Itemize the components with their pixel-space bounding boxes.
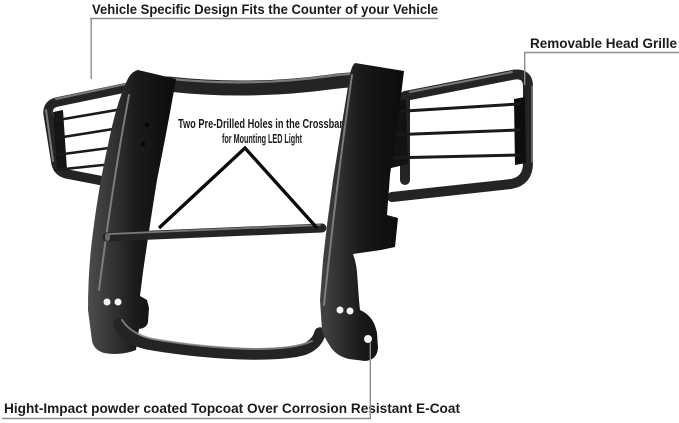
- crossbar-callout-line1: Two Pre-Drilled Holes in the Crossbar: [178, 116, 343, 131]
- mount-hole: [114, 298, 122, 306]
- ecoat-callout-hole: [364, 335, 372, 343]
- center-crossbar: [102, 223, 327, 242]
- lower-bumper-bar: [113, 318, 326, 360]
- right-upright-post: [320, 63, 404, 361]
- crossbar-callout-line2: for Mounting LED Light: [222, 131, 302, 146]
- top-callout-label: Vehicle Specific Design Fits the Counter…: [92, 1, 438, 17]
- right-callout-label: Removable Head Grille: [530, 35, 677, 51]
- top-callout: Vehicle Specific Design Fits the Counter…: [90, 1, 438, 79]
- mount-hole: [103, 298, 111, 306]
- right-callout: Removable Head Grille: [524, 35, 679, 85]
- mount-hole: [346, 307, 354, 315]
- crossbar-callout: Two Pre-Drilled Holes in the Crossbar fo…: [178, 116, 343, 146]
- mount-hole: [336, 306, 344, 314]
- led-wire-hole: [144, 122, 150, 128]
- right-headlight-cage: [385, 69, 533, 202]
- mounting-holes: [103, 298, 372, 343]
- crossbar-pointer-lines: [157, 145, 319, 230]
- led-wire-hole: [140, 141, 146, 147]
- bottom-callout-label: Hight-Impact powder coated Topcoat Over …: [4, 400, 460, 416]
- crossbar-end-cap: [104, 233, 111, 241]
- left-upright-post: [88, 70, 176, 354]
- bottom-callout: Hight-Impact powder coated Topcoat Over …: [2, 343, 460, 420]
